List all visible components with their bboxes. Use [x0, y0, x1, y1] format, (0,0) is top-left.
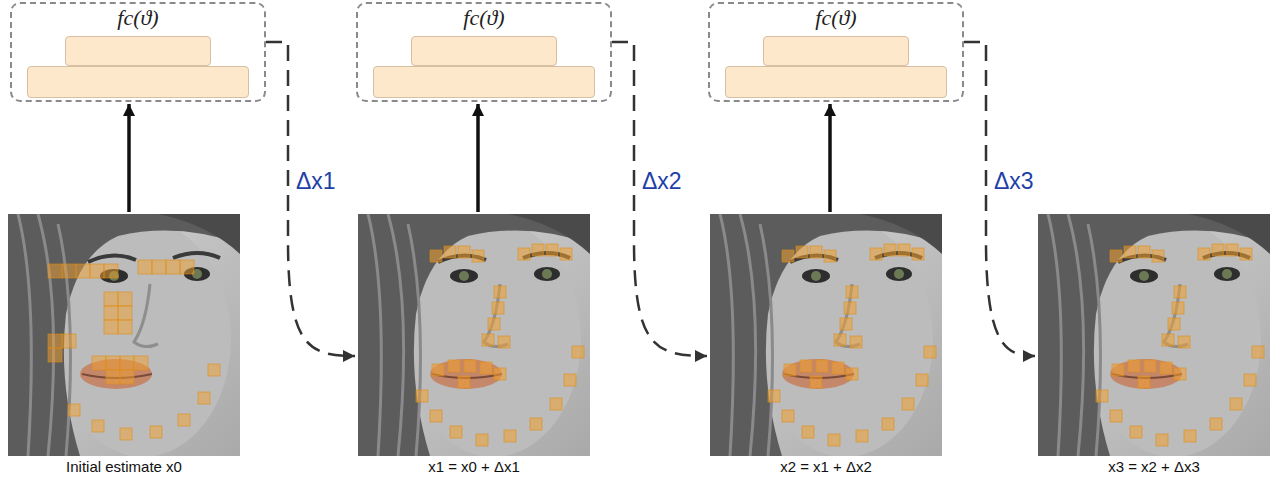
network-layer-small [65, 36, 211, 66]
feature-arrow [476, 104, 480, 212]
update-arrow [964, 42, 1035, 356]
face-image: x2 = x1 + Δx2 [710, 214, 942, 456]
image-caption: x2 = x1 + Δx2 [780, 458, 872, 476]
regressor-label: fc(ϑ) [710, 5, 962, 31]
face-image: x1 = x0 + Δx1 [358, 214, 590, 456]
regressor-label: fc(ϑ) [12, 5, 264, 31]
image-caption: x1 = x0 + Δx1 [428, 458, 520, 476]
network-layer-small [411, 36, 557, 66]
feature-arrow [127, 104, 131, 212]
shape-increment-label: Δx3 [992, 168, 1036, 194]
network-layer-large [373, 66, 595, 98]
shape-increment-label: Δx1 [294, 168, 338, 194]
shape-increment-label: Δx2 [640, 168, 684, 194]
image-caption: Initial estimate x0 [66, 458, 182, 476]
network-layer-small [763, 36, 909, 66]
update-arrow [612, 42, 707, 356]
regressor-box: fc(ϑ) [10, 2, 266, 102]
image-caption: x3 = x2 + Δx3 [1108, 458, 1200, 476]
regressor-label: fc(ϑ) [358, 5, 610, 31]
network-layer-large [725, 66, 947, 98]
regressor-box: fc(ϑ) [356, 2, 612, 102]
face-image: x3 = x2 + Δx3 [1038, 214, 1270, 456]
face-image: Initial estimate x0 [8, 214, 240, 456]
network-layer-large [27, 66, 249, 98]
feature-arrow [828, 104, 832, 212]
update-arrow [266, 42, 355, 356]
regressor-box: fc(ϑ) [708, 2, 964, 102]
